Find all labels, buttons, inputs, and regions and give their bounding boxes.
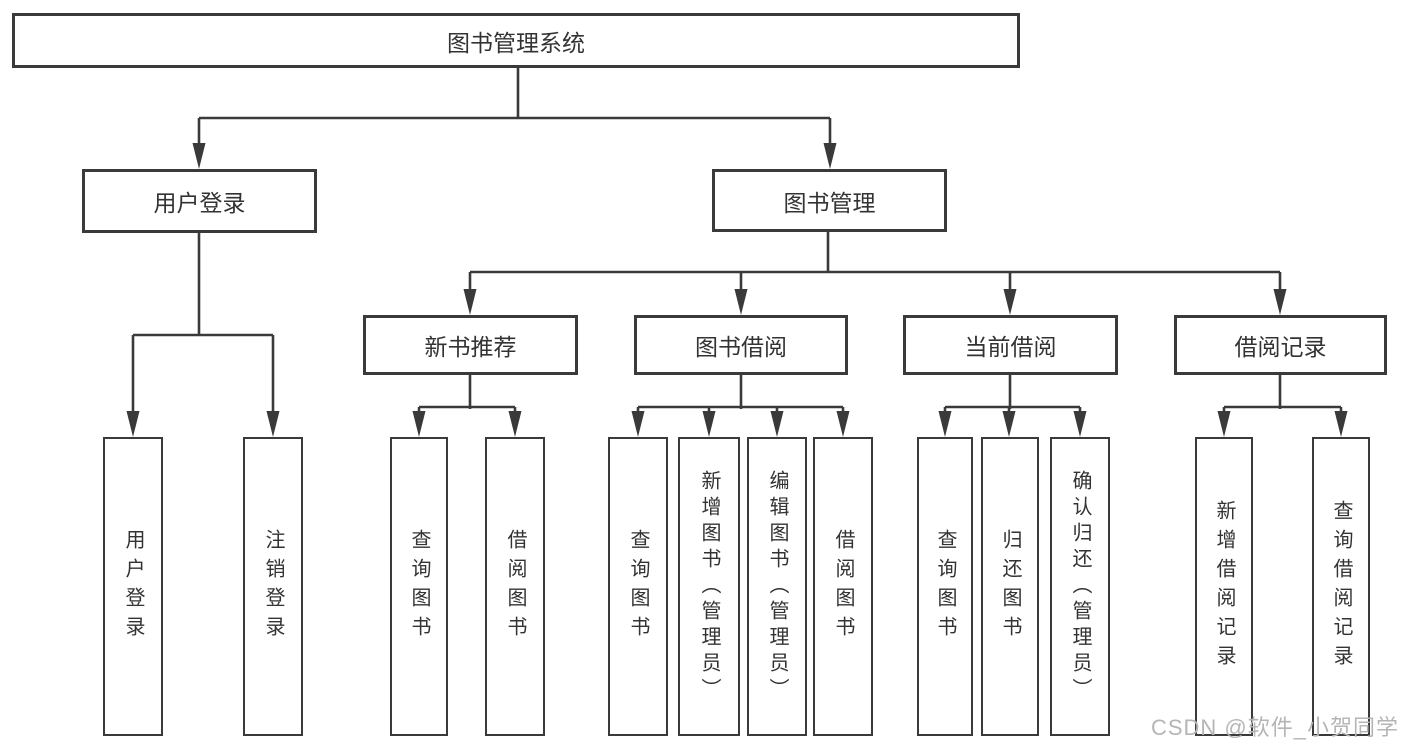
leaf-add-borrow-record: 新增借阅记录 (1195, 437, 1253, 736)
leaf-confirm-return-admin-label: 确认归还（管理员） (1069, 469, 1091, 704)
leaf-add-book-admin-label: 新增图书（管理员） (698, 469, 720, 704)
leaf-query-book-borrow: 查询图书 (608, 437, 668, 736)
node-borrow-records: 借阅记录 (1174, 315, 1387, 375)
node-book-management: 图书管理 (712, 169, 947, 232)
leaf-query-book-borrow-label: 查询图书 (627, 528, 649, 645)
node-library-system: 图书管理系统 (12, 13, 1020, 68)
node-new-book-recommend-label: 新书推荐 (424, 334, 517, 360)
node-borrow-records-label: 借阅记录 (1234, 334, 1327, 360)
leaf-borrow-book-recommend-label: 借阅图书 (504, 528, 526, 645)
node-user-login-label: 用户登录 (153, 190, 246, 216)
leaf-borrow-book-recommend: 借阅图书 (485, 437, 545, 736)
leaf-user-login-label: 用户登录 (122, 528, 144, 645)
leaf-add-book-admin: 新增图书（管理员） (678, 437, 740, 736)
node-current-borrow-label: 当前借阅 (964, 334, 1057, 360)
connector-paths (131, 68, 1343, 413)
leaf-query-book-recommend: 查询图书 (390, 437, 448, 736)
leaf-query-borrow-record: 查询借阅记录 (1312, 437, 1370, 736)
leaf-query-borrow-record-label: 查询借阅记录 (1330, 499, 1352, 674)
leaf-add-borrow-record-label: 新增借阅记录 (1213, 499, 1235, 674)
leaf-borrow-book: 借阅图书 (813, 437, 873, 736)
arrowheads (126, 143, 1348, 437)
leaf-confirm-return-admin: 确认归还（管理员） (1050, 437, 1110, 736)
node-book-borrow-label: 图书借阅 (695, 334, 787, 360)
leaf-edit-book-admin: 编辑图书（管理员） (747, 437, 807, 736)
leaf-logout-label: 注销登录 (262, 528, 284, 645)
node-library-system-label: 图书管理系统 (447, 29, 585, 56)
leaf-return-book: 归还图书 (981, 437, 1039, 736)
node-book-management-label: 图书管理 (783, 189, 876, 216)
leaf-query-book-current: 查询图书 (917, 437, 973, 736)
leaf-borrow-book-label: 借阅图书 (832, 528, 854, 645)
leaf-user-login: 用户登录 (103, 437, 163, 736)
node-new-book-recommend: 新书推荐 (363, 315, 578, 375)
leaf-query-book-recommend-label: 查询图书 (408, 528, 430, 645)
leaf-edit-book-admin-label: 编辑图书（管理员） (766, 469, 788, 704)
leaf-return-book-label: 归还图书 (999, 528, 1021, 645)
leaf-logout: 注销登录 (243, 437, 303, 736)
leaf-query-book-current-label: 查询图书 (934, 528, 956, 645)
node-current-borrow: 当前借阅 (903, 315, 1118, 375)
csdn-watermark: CSDN @软件_小贺同学 (1150, 715, 1399, 740)
node-book-borrow: 图书借阅 (634, 315, 848, 375)
node-user-login: 用户登录 (82, 169, 317, 233)
